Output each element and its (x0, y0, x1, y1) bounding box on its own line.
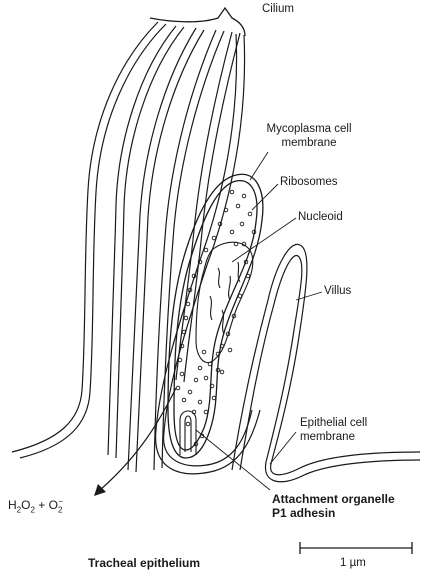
attachment-organelle-inner (185, 416, 191, 452)
label-nucleoid: Nucleoid (298, 210, 343, 224)
ribosome-dot (184, 316, 188, 320)
label-cilium: Cilium (262, 2, 294, 16)
ribosome-dot (204, 410, 208, 414)
scale-bar (300, 542, 412, 554)
nucleoid-squiggle-5 (238, 262, 240, 282)
ribosome-dot (212, 236, 216, 240)
superoxide-sub: 2 (58, 505, 62, 514)
cilium-outline-1 (12, 22, 158, 452)
ribosome-dot (204, 248, 208, 252)
nucleoid-squiggle-3 (210, 296, 212, 320)
ribosome-dot (220, 370, 224, 374)
ribosome-dot (198, 400, 202, 404)
ribosome-dot (230, 230, 234, 234)
ribosome-dot (204, 376, 208, 380)
nucleoid (196, 242, 253, 362)
leader-mycoplasma-membrane (250, 152, 268, 180)
label-scale: 1 µm (340, 556, 366, 570)
cilium-outline-2 (20, 24, 166, 458)
h2o2-h: H (8, 498, 17, 512)
nucleoid-squiggle-1 (218, 268, 220, 288)
label-mycoplasma-membrane: Mycoplasma cell membrane (254, 122, 364, 150)
ribosome-dot (212, 396, 216, 400)
ribosome-dot (182, 398, 186, 402)
label-mycoplasma-membrane-line2: membrane (254, 136, 364, 150)
ribosome-dot (186, 302, 190, 306)
h2o2-plus-o: + O (35, 498, 58, 512)
nucleoid-outline (196, 242, 253, 362)
leader-attachment (196, 430, 270, 490)
label-epithelial-membrane-line1: Epithelial cell (300, 416, 367, 430)
mycoplasma-inner-membrane (174, 181, 257, 450)
label-attachment-line1: Attachment organelle (272, 492, 395, 506)
label-ribosomes: Ribosomes (280, 175, 338, 189)
ribosome-dot (176, 386, 180, 390)
label-h2o2-superoxide: H2O2 + O2− (8, 495, 63, 517)
label-attachment: Attachment organelle P1 adhesin (272, 492, 395, 520)
ribosome-dot (228, 348, 232, 352)
label-villus: Villus (324, 284, 351, 298)
ribosome-dot (180, 372, 184, 376)
ribosome-dot (240, 222, 244, 226)
label-epithelial-membrane: Epithelial cell membrane (300, 416, 367, 444)
ribosome-dot (236, 204, 240, 208)
label-epithelial-membrane-line2: membrane (300, 430, 367, 444)
ribosome-dot (188, 390, 192, 394)
cilium-brace (150, 8, 245, 36)
label-tracheal-epithelium: Tracheal epithelium (88, 556, 200, 570)
ribosome-dot (186, 422, 190, 426)
ribosome-dot (230, 190, 234, 194)
superoxide-sup: − (58, 497, 63, 506)
villus (232, 244, 420, 481)
cilia-bundle (12, 22, 260, 474)
ribosomes (176, 190, 256, 446)
nucleoid-squiggle-2 (229, 276, 231, 300)
label-attachment-line2: P1 adhesin (272, 506, 395, 520)
ribosome-dot (194, 378, 198, 382)
ribosome-dot (248, 212, 252, 216)
leader-nucleoid (232, 218, 296, 262)
ribosome-dot (202, 350, 206, 354)
ribosome-dot (198, 366, 202, 370)
ribosome-dot (242, 194, 246, 198)
cilium-outline-10 (184, 33, 240, 382)
label-mycoplasma-membrane-line1: Mycoplasma cell (254, 122, 364, 136)
leader-epithelial-membrane (270, 432, 296, 464)
